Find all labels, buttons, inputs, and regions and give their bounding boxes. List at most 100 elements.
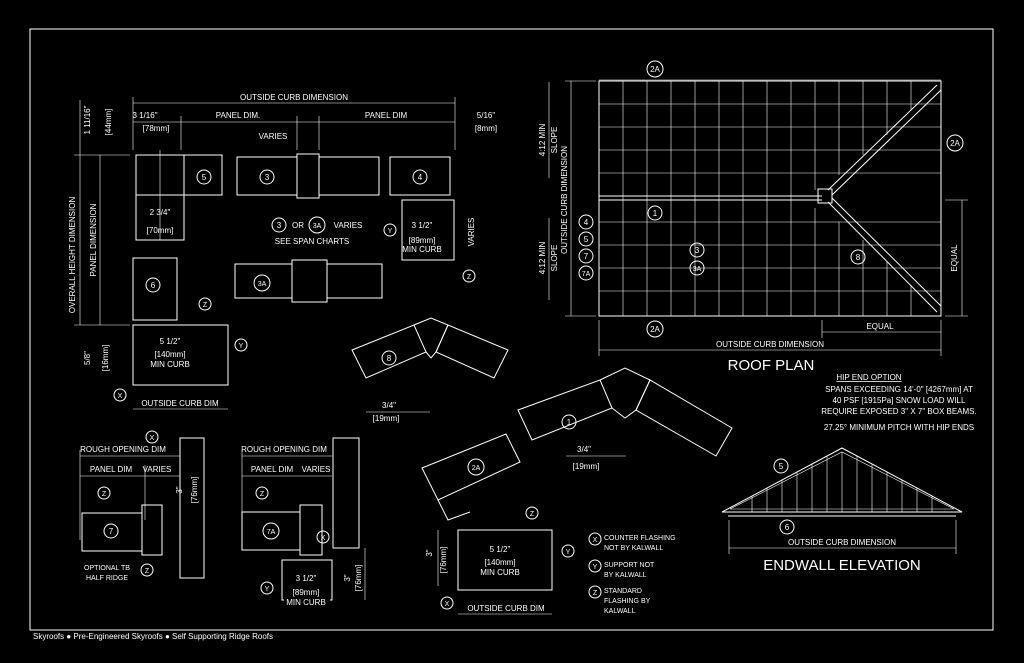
d7-h: 3" <box>175 486 184 493</box>
d7a-curblbl: MIN CURB <box>286 598 326 607</box>
tag-l4: 4 <box>584 218 589 227</box>
roof-plan-left-dim: OUTSIDE CURB DIMENSION <box>560 146 569 254</box>
sec-tag-y2: Y <box>239 343 244 350</box>
slope-top-a: 4:12 MIN <box>538 124 547 157</box>
legend-tag-y: Y <box>593 564 598 571</box>
d7-opt2: HALF RIDGE <box>86 575 128 582</box>
d7-tag-x: X <box>150 435 155 442</box>
note-or: OR <box>292 221 304 230</box>
footer-caption: Skyroofs ● Pre-Engineered Skyroofs ● Sel… <box>33 632 274 641</box>
sec-tag-z1: Z <box>467 274 472 281</box>
base-curbmm: [140mm] <box>484 558 515 567</box>
hip-note-line2: 40 PSF [1915Pa] SNOW LOAD WILL <box>833 396 966 405</box>
top-panel2: PANEL DIM <box>365 111 408 120</box>
roof-plan-grid <box>599 81 941 316</box>
d7a-curbmm: [89mm] <box>293 588 320 597</box>
top-ocd: OUTSIDE CURB DIM <box>141 399 219 408</box>
detail-7a: ROUGH OPENING DIM PANEL DIM VARIES 7A Z … <box>241 437 366 610</box>
hip-hub <box>817 188 833 204</box>
ridge-d2mm: [19mm] <box>573 462 600 471</box>
sec-tag-6: 6 <box>151 281 156 290</box>
base-detail: Z Y X 5 1/2" [140mm] MIN CURB 3" [76mm] … <box>425 499 575 615</box>
legend-x2: NOT BY KALWALL <box>604 545 663 552</box>
d7a-curb: 3 1/2" <box>296 574 317 583</box>
top-d1: 3 1/16" <box>132 111 157 120</box>
top-panel-dim-v: PANEL DIMENSION <box>89 203 98 276</box>
d7a-panel: PANEL DIM <box>251 465 294 474</box>
d7a-tag-y: Y <box>265 586 270 593</box>
endwall-elevation: 5 6 OUTSIDE CURB DIMENSION ENDWALL ELEVA… <box>721 447 963 574</box>
roof-plan-outside-curb: OUTSIDE CURB DIMENSION <box>716 340 824 349</box>
sec-tag-5: 5 <box>202 173 207 182</box>
tag-2a-top: 2A <box>650 65 660 74</box>
detail-7: X ROUGH OPENING DIM PANEL DIM VARIES 7 Z… <box>79 430 205 582</box>
hip-note-line3: REQUIRE EXPOSED 3" X 7" BOX BEAMS. <box>821 407 977 416</box>
hip-end-note: HIP END OPTION SPANS EXCEEDING 14'-0" [4… <box>821 373 977 432</box>
legend-z1: STANDARD <box>604 588 642 595</box>
d7-tag-7: 7 <box>109 527 114 536</box>
top-outside-curb: OUTSIDE CURB DIMENSION <box>240 93 348 102</box>
sec-tag-z2: Z <box>203 302 208 309</box>
sec-tag-y1: Y <box>388 228 393 235</box>
top-d2: 5/16" <box>477 111 496 120</box>
drawing-border <box>29 28 994 631</box>
top-curb1: 5 1/2" <box>160 337 181 346</box>
ridge-tag-8: 8 <box>387 354 392 363</box>
top-curb2: 3 1/2" <box>412 221 433 230</box>
d7-rough: ROUGH OPENING DIM <box>80 445 166 454</box>
legend: X COUNTER FLASHING NOT BY KALWALL Y SUPP… <box>588 532 676 615</box>
endwall-tag-5: 5 <box>779 462 784 471</box>
legend-tag-x: X <box>593 537 598 544</box>
top-curb1mm: [140mm] <box>154 350 185 359</box>
d7-tag-z2: Z <box>145 568 150 575</box>
legend-z2: FLASHING BY <box>604 598 651 605</box>
roof-plan-tags: 2A 2A 2A 1 3 3A 8 4 5 7 7A <box>578 60 964 338</box>
base-curblbl: MIN CURB <box>480 568 520 577</box>
slope-bot-b: SLOPE <box>550 245 559 272</box>
slope-top-b: SLOPE <box>550 127 559 154</box>
roof-plan-equal-v: EQUAL <box>950 244 959 272</box>
d7a-hmm: [76mm] <box>354 565 363 592</box>
d7a-tag-z: Z <box>260 491 265 498</box>
legend-tag-z: Z <box>593 590 598 597</box>
tag-1: 1 <box>653 209 658 218</box>
base-hmm: [76mm] <box>439 547 448 574</box>
top-varies: VARIES <box>259 132 288 141</box>
tag-2a-bottom: 2A <box>650 325 660 334</box>
top-d1mm: [78mm] <box>143 124 170 133</box>
ridge-d1: 3/4" <box>382 401 396 410</box>
base-tag-z: Z <box>530 511 535 518</box>
ridge-tag-1: 1 <box>567 418 572 427</box>
roof-plan-title: ROOF PLAN <box>728 357 815 374</box>
sec-tag-3: 3 <box>265 173 270 182</box>
legend-y1: SUPPORT NOT <box>604 562 655 569</box>
section-top: OUTSIDE CURB DIMENSION 3 1/16" [78mm] PA… <box>68 93 497 410</box>
base-tag-x: X <box>445 601 450 608</box>
legend-y2: BY KALWALL <box>604 572 647 579</box>
tag-2a-right: 2A <box>950 139 960 148</box>
d7a-tag-x: X <box>321 535 326 542</box>
note-tag-3: 3 <box>277 221 282 230</box>
slope-bot-a: 4:12 MIN <box>538 242 547 275</box>
legend-x1: COUNTER FLASHING <box>604 535 676 542</box>
ridge-tag-2a: 2A <box>472 465 481 472</box>
hip-note-title: HIP END OPTION <box>836 373 901 382</box>
top-w1mm: [70mm] <box>147 226 174 235</box>
top-curb2lbl: MIN CURB <box>402 245 442 254</box>
top-panel1: PANEL DIM. <box>216 111 260 120</box>
endwall-tag-6: 6 <box>785 523 790 532</box>
top-d2mm: [8mm] <box>475 124 497 133</box>
tag-3: 3 <box>695 246 700 255</box>
top-h1mm: [44mm] <box>104 109 113 136</box>
d7-panel: PANEL DIM <box>90 465 133 474</box>
tag-8: 8 <box>856 253 861 262</box>
top-h2mm: [16mm] <box>101 345 110 372</box>
d7-varies: VARIES <box>143 465 172 474</box>
roof-plan-equal-h: EQUAL <box>866 322 894 331</box>
note-span: SEE SPAN CHARTS <box>275 237 349 246</box>
endwall-dim: OUTSIDE CURB DIMENSION <box>788 538 896 547</box>
d7a-tag-7a: 7A <box>267 529 276 536</box>
top-h2: 5/8" <box>83 351 92 365</box>
d7a-rough: ROUGH OPENING DIM <box>241 445 327 454</box>
